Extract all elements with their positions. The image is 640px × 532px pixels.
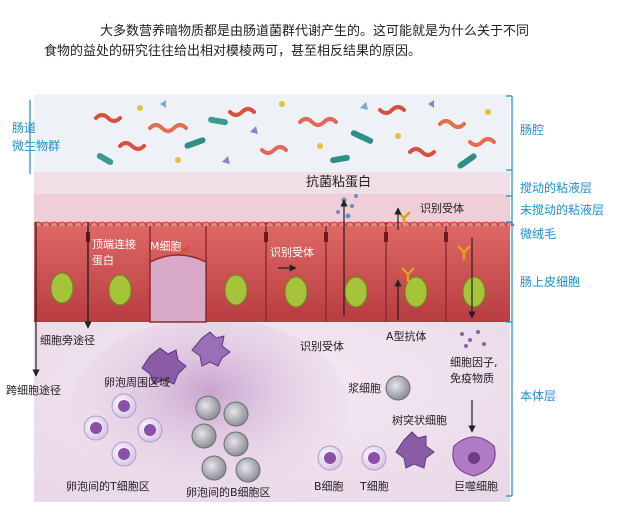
recognition-receptor-mid-label: 识别受体	[270, 245, 314, 259]
caption: 大多数营养暗物质都是由肠道菌群代谢产生的。这可能就是为什么关于不同 食物的益处的…	[44, 22, 604, 62]
caption-line-2: 食物的益处的研究往往给出相对模棱两可，甚至相反结果的原因。	[44, 44, 422, 59]
b-cell-label: B细胞	[314, 480, 344, 493]
b-zone-label: 卵泡间的B细胞区	[186, 485, 271, 499]
epithelium-label: 肠上皮细胞	[520, 275, 580, 289]
cytokine-dots	[460, 330, 486, 348]
dendritic-cell-label: 树突状细胞	[392, 413, 447, 427]
tight-junction-label-1: 顶端连接	[92, 238, 136, 251]
layer-bracket	[506, 95, 513, 497]
antimicrobial-mucin-label: 抗菌粘蛋白	[306, 174, 371, 190]
recognition-receptor-bottom-label: 识别受体	[300, 339, 344, 353]
unstirred-mucus-label: 未搅动的粘液层	[520, 202, 604, 217]
m-cell-label: M细胞	[150, 240, 182, 253]
iga-label: A型抗体	[386, 329, 427, 343]
epithelium-group	[33, 221, 515, 323]
lumen-label: 肠腔	[520, 122, 544, 137]
unstirred-mucus-band	[34, 194, 510, 222]
caption-line-1: 大多数营养暗物质都是由肠道菌群代谢产生的。这可能就是为什么关于不同	[100, 24, 530, 39]
gut-microbiota-label-1: 肠道	[12, 121, 36, 135]
macrophage-label: 巨噬细胞	[454, 479, 498, 493]
transcellular-label: 跨细胞途径	[6, 383, 61, 397]
arrows	[32, 199, 476, 433]
lamina-propria-label: 本体层	[520, 389, 556, 403]
recognition-receptor-top-label: 识别受体	[420, 201, 464, 215]
cytokines-label-1: 细胞因子,	[450, 356, 498, 369]
gut-microbiota-label-2: 微生物群	[12, 139, 60, 153]
agitated-mucus-band	[34, 172, 510, 194]
cytokines-label-2: 免疫物质	[450, 371, 494, 385]
bacteria-group	[94, 100, 496, 169]
t-cell-label: T细胞	[359, 480, 389, 493]
agitated-mucus-label: 搅动的粘液层	[520, 180, 592, 195]
plasma-cell-label: 浆细胞	[348, 381, 381, 395]
t-zone-label: 卵泡间的T细胞区	[66, 479, 150, 493]
perifollicular-label: 卵泡周围区域	[104, 375, 170, 389]
m-cell-bacterium	[166, 243, 190, 253]
paracellular-label: 细胞旁途径	[40, 333, 95, 347]
tight-junction-label-2: 蛋白	[92, 253, 114, 267]
microvilli-label: 微绒毛	[520, 227, 556, 241]
mucin-dots	[336, 194, 358, 219]
immune-cells	[83, 331, 496, 483]
